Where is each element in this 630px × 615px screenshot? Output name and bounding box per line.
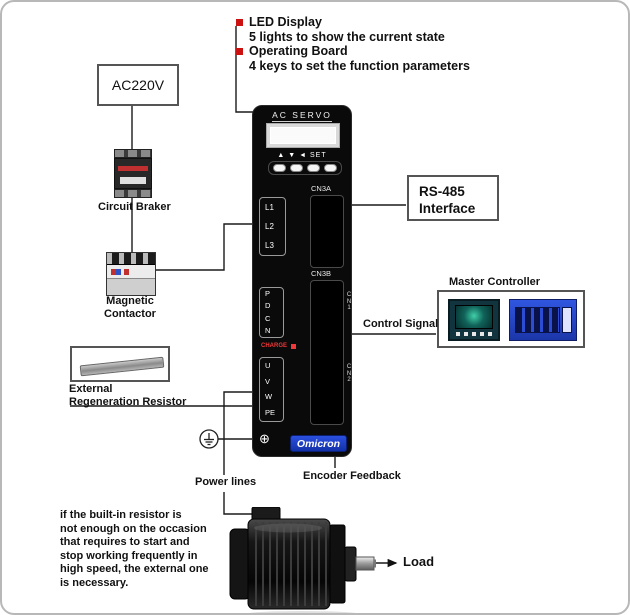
annotation-operating-board: Operating Board: [249, 44, 348, 58]
circuit-breaker-graphic: [114, 149, 152, 198]
note-line: if the built-in resistor is: [60, 509, 182, 521]
motor-shaft: [355, 556, 375, 571]
ground-screw-icon: ⊕: [259, 431, 270, 446]
note-line: not enough on the occasion: [60, 522, 207, 535]
breaker-label-strip: [120, 177, 146, 184]
drive-key-labels: ▲ ▼ ◄ SET: [277, 152, 327, 159]
breaker-red-band: [118, 166, 148, 171]
plc-side-panel: [562, 307, 572, 333]
power-lines-label: Power lines: [195, 476, 257, 488]
contactor-terminals: [107, 253, 155, 265]
pdcn-terminal-block: P D C N: [259, 287, 284, 338]
note-line: high speed, the external one: [60, 563, 209, 575]
cn2-label: C N 2: [346, 364, 352, 383]
rs485-interface-box: RS-485 Interface: [407, 175, 499, 221]
charge-indicator-row: CHARGE: [261, 343, 297, 349]
breaker-terminals-bottom: [114, 189, 152, 198]
cn3b-label: CN3B: [311, 269, 332, 278]
plc-slots: [515, 307, 560, 333]
control-signal-label: Control Signal: [363, 318, 439, 330]
contactor-base: [107, 278, 155, 295]
terminal-label: U: [265, 360, 271, 370]
servo-drive: AC SERVO ▲ ▼ ◄ SET CN3A L1 L2 L3 CN3B C …: [252, 105, 352, 457]
uvw-terminal-block: U V W PE: [259, 357, 284, 422]
charge-label: CHARGE: [261, 343, 288, 349]
charge-led-icon: [291, 343, 297, 349]
terminal-label: L1: [265, 202, 274, 212]
drive-key-button[interactable]: [290, 164, 303, 172]
terminal-label: PE: [265, 408, 276, 418]
encoder-feedback-label: Encoder Feedback: [303, 470, 401, 482]
resistor-label-line2: Regeneration Resistor: [69, 396, 187, 408]
brand-logo: Omicron: [290, 435, 347, 452]
note-line: stop working frequently in: [60, 549, 198, 562]
cn1-label: C N 1: [346, 292, 352, 311]
load-label: Load: [403, 554, 435, 569]
resistor-note: if the built-in resistor is not enough o…: [60, 509, 209, 590]
regeneration-resistor-box: [70, 346, 170, 382]
red-square-marker-icon: [236, 48, 243, 55]
rs485-label-line2: Interface: [419, 201, 476, 216]
servo-motor-graphic: [229, 507, 376, 613]
contactor-indicators: [111, 269, 129, 275]
master-controller-box: [437, 290, 585, 348]
annotation-led-display: LED Display: [249, 15, 322, 29]
hmi-panel-graphic: [448, 299, 500, 341]
annotation-led-desc: 5 lights to show the current state: [249, 29, 445, 44]
terminal-label: V: [265, 376, 271, 386]
note-line: that requires to start and: [60, 536, 190, 548]
drive-title: AC SERVO: [253, 110, 351, 122]
ac220v-box: AC220V: [97, 64, 179, 106]
drive-title-text: AC SERVO: [272, 110, 332, 122]
cn3a-label: CN3A: [311, 184, 332, 193]
plc-graphic: [509, 299, 577, 341]
rs485-label-line1: RS-485: [419, 184, 465, 199]
drive-keypad: [268, 161, 342, 175]
resistor-graphic: [79, 356, 165, 377]
circuit-braker-label: Circuit Braker: [98, 201, 171, 213]
terminal-label: D: [265, 301, 271, 311]
breaker-body: [114, 158, 152, 189]
drive-key-button[interactable]: [324, 164, 337, 172]
cn3b-connector: [310, 280, 344, 425]
earth-ground-icon: [199, 429, 219, 449]
terminal-label: L3: [265, 240, 274, 250]
drive-key-button[interactable]: [273, 164, 286, 172]
terminal-label: C: [265, 313, 271, 323]
terminal-label: N: [265, 325, 271, 335]
magnetic-contactor-label: Magnetic Contactor: [102, 295, 158, 321]
top-annotation: LED Display 5 lights to show the current…: [249, 15, 470, 73]
drive-key-button[interactable]: [307, 164, 320, 172]
terminal-label: L2: [265, 221, 274, 231]
magnetic-contactor-graphic: [106, 252, 156, 296]
l-terminal-block: L1 L2 L3: [259, 197, 286, 256]
annotation-keys-desc: 4 keys to set the function parameters: [249, 58, 470, 73]
ac220v-label: AC220V: [111, 77, 165, 93]
magnetic-label-line1: Magnetic: [106, 295, 154, 307]
terminal-label: W: [265, 392, 273, 402]
contactor-face: [107, 265, 155, 278]
cn3a-connector: [310, 195, 344, 268]
hmi-screen: [455, 305, 493, 329]
magnetic-label-line2: Contactor: [104, 308, 156, 320]
red-square-marker-icon: [236, 19, 243, 26]
note-line: is necessary.: [60, 576, 129, 589]
motor-fins: [255, 522, 327, 606]
terminal-label: P: [265, 289, 271, 299]
breaker-terminals-top: [114, 149, 152, 158]
master-controller-label: Master Controller: [449, 276, 541, 288]
hmi-buttons: [456, 332, 492, 336]
resistor-label-line1: External: [69, 383, 113, 395]
led-display: [266, 123, 340, 148]
led-display-screen: [270, 127, 336, 144]
